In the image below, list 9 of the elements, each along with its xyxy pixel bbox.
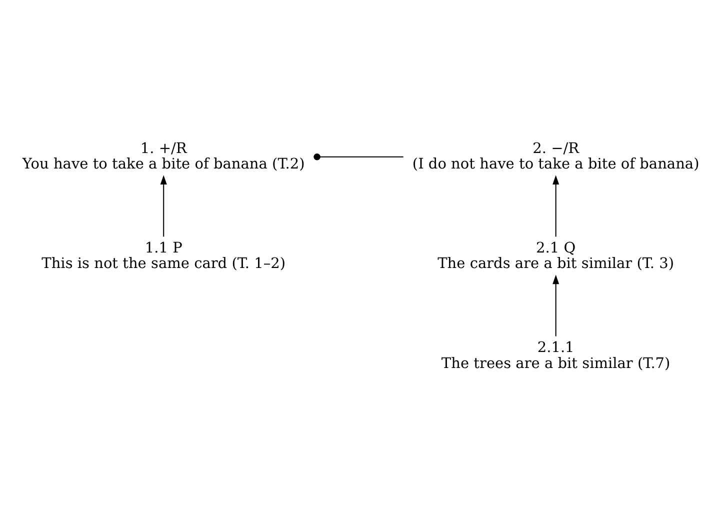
arrow (160, 174, 166, 236)
node-text: 2.1.1 The trees are a bit similar (T.7) (440, 340, 670, 372)
node-text: 1. +/R You have to take a bite of banana (T.2) (22, 140, 304, 172)
node-text: 1.1 P This is not the same card (T. 1–2) (41, 240, 286, 272)
node-text: 2. −/R (I do not have to take a bite of banana) (412, 140, 699, 172)
arrow (552, 274, 559, 336)
node-text: 2.1 Q The cards are a bit similar (T. 3) (437, 240, 674, 272)
connector (313, 152, 403, 160)
arrow (552, 174, 559, 236)
